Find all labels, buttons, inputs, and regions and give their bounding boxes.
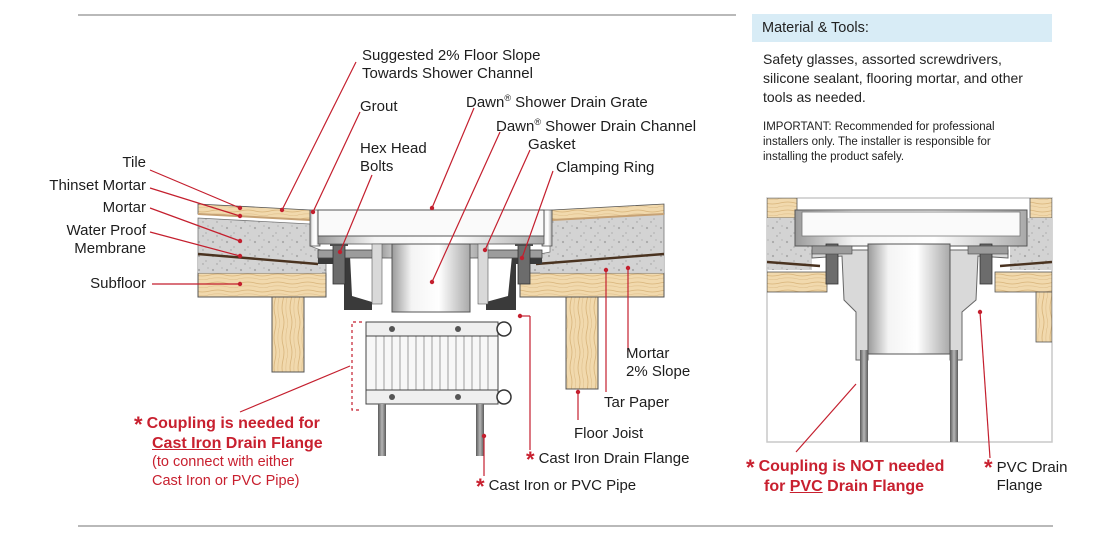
label-pipe: *Cast Iron or PVC Pipe [476, 474, 637, 499]
label-grout: Grout [360, 98, 398, 115]
materials-heading: Material & Tools: [762, 20, 869, 36]
label-floor-joist: Floor Joist [574, 425, 644, 442]
cast-iron-underlined: Cast Iron [152, 435, 222, 452]
coupling-needed-note: *Coupling is needed for Cast Iron Drain … [134, 414, 323, 491]
label-subfloor: Subfloor [90, 275, 146, 292]
pvc-flange-text: PVC Drain Flange [996, 459, 1068, 494]
grate-brand: Dawn [466, 94, 505, 111]
coupling-needed-sub: (to connect with either Cast Iron or PVC… [152, 454, 300, 489]
coupling-not-needed-note: *Coupling is NOT needed for PVC Drain Fl… [746, 457, 944, 496]
asterisk: * [984, 455, 993, 480]
coupling-not-line1: Coupling is NOT needed [758, 458, 945, 475]
channel-name: Shower Drain Channel [541, 118, 697, 135]
label-mortar: Mortar [102, 199, 146, 216]
cast-iron-flange-text: Cast Iron Drain Flange [538, 450, 690, 467]
label-floor-slope: Suggested 2% Floor Slope Towards Shower … [362, 47, 541, 82]
label-clamping-ring: Clamping Ring [556, 159, 655, 176]
coupling-not-line2: Drain Flange [822, 478, 925, 495]
label-gasket: Gasket [528, 136, 576, 153]
pvc-underlined: PVC [789, 478, 823, 495]
label-drain-grate: Dawn® Shower Drain Grate [466, 89, 648, 112]
reg-mark: ® [504, 93, 511, 103]
asterisk: * [526, 447, 535, 472]
top-rule [78, 14, 736, 16]
asterisk: * [476, 474, 485, 499]
asterisk: * [134, 412, 143, 437]
reg-mark: ® [534, 117, 541, 127]
pipe-text: Cast Iron or PVC Pipe [488, 477, 637, 494]
label-cast-iron-flange: *Cast Iron Drain Flange [526, 447, 690, 472]
label-membrane: Water Proof Membrane [66, 222, 146, 257]
label-mortar-slope: Mortar 2% Slope [626, 345, 691, 380]
label-thinset: Thinset Mortar [49, 177, 146, 194]
materials-header: Material & Tools: [752, 14, 1052, 42]
bottom-rule [78, 525, 1053, 527]
label-hex-bolts: Hex Head Bolts [360, 140, 427, 175]
materials-text: Safety glasses, assorted screwdrivers, s… [763, 51, 1023, 105]
label-tile: Tile [122, 154, 146, 171]
coupling-needed-line2: Drain Flange [221, 435, 323, 452]
channel-brand: Dawn [496, 118, 535, 135]
coupling-needed-line1: Coupling is needed for [146, 415, 320, 432]
grate-name: Shower Drain Grate [511, 94, 648, 111]
label-pvc-flange: * PVC Drain Flange [984, 455, 1068, 495]
label-drain-channel: Dawn® Shower Drain Channel [496, 113, 696, 136]
label-tar-paper: Tar Paper [604, 394, 670, 411]
coupling-not-for: for [764, 478, 790, 495]
important-note: IMPORTANT: Recommended for professional … [763, 121, 995, 163]
asterisk: * [746, 455, 755, 480]
